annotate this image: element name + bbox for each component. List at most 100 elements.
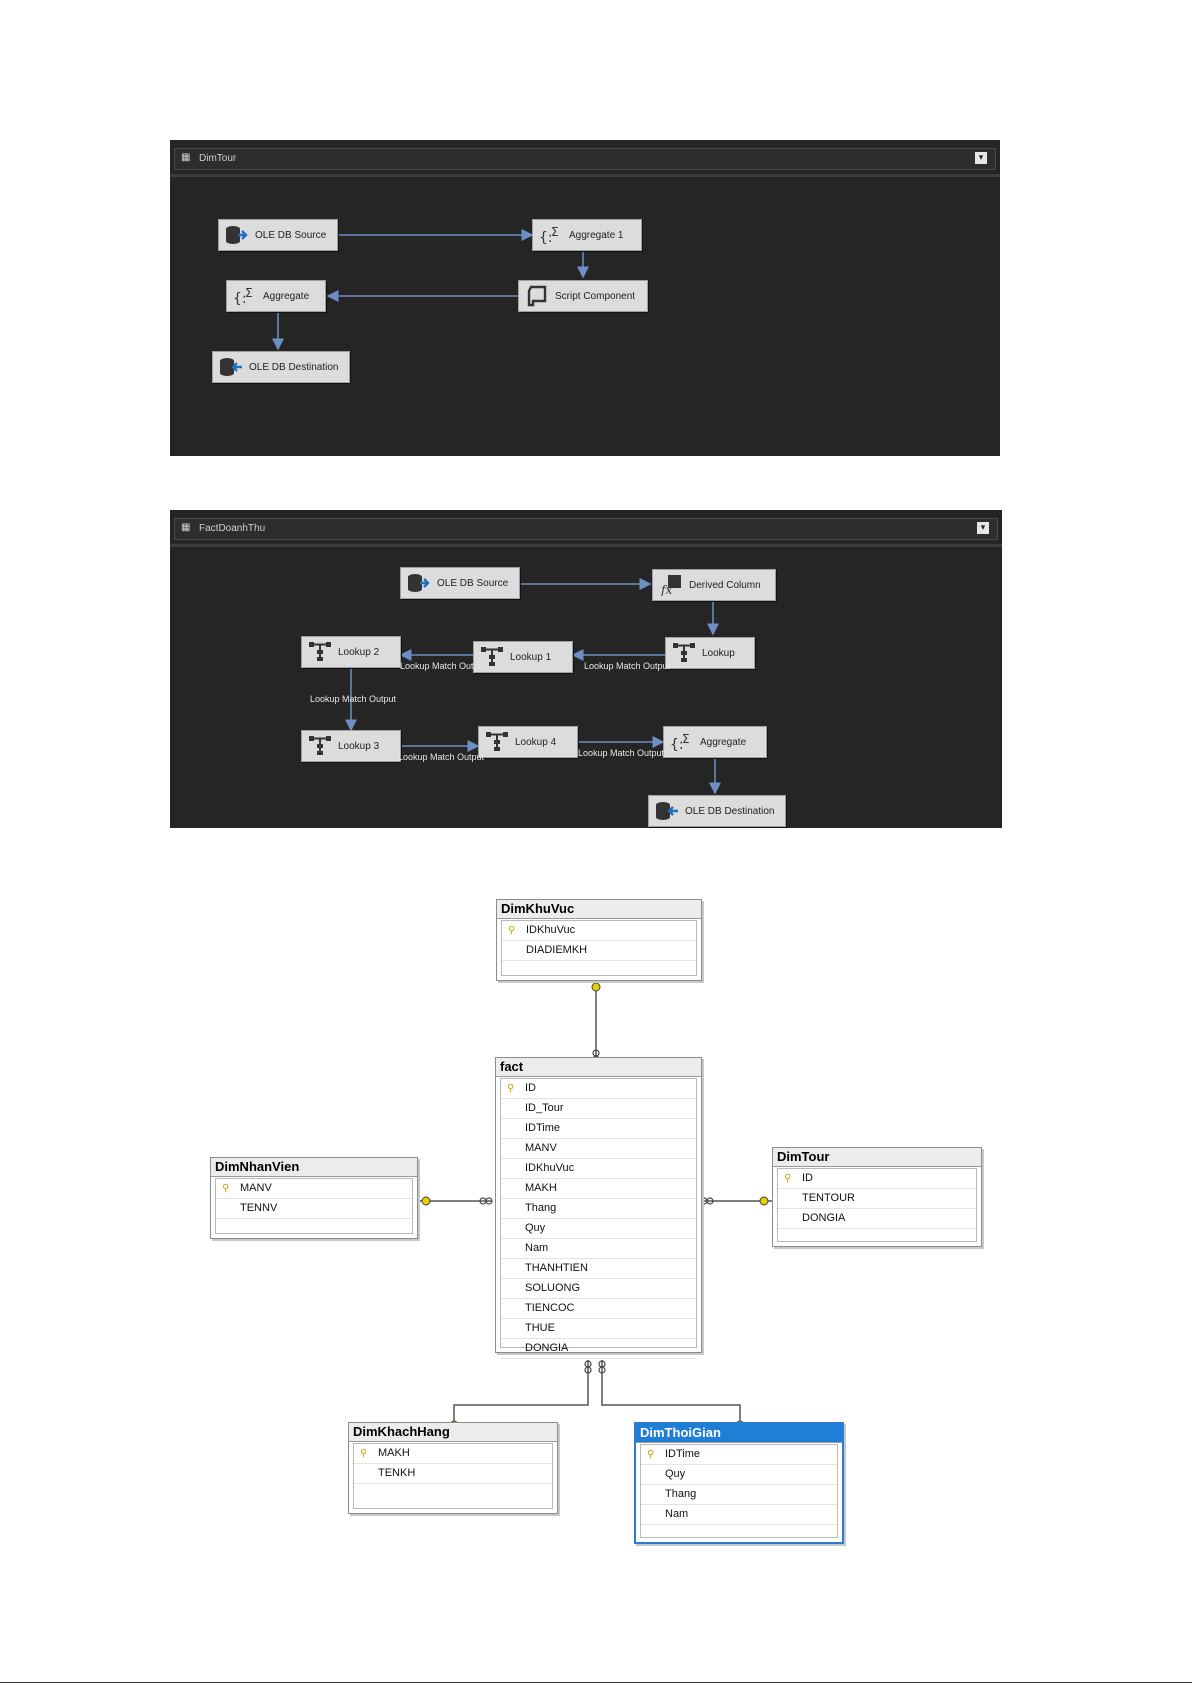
task-aggregate[interactable]: {: Σ Aggregate — [663, 726, 767, 758]
table-column[interactable]: Thang — [641, 1485, 837, 1505]
task-aggregate[interactable]: {: Σ Aggregate — [226, 280, 326, 312]
primary-key-icon: ⚲ — [784, 1173, 792, 1184]
dimtour-flow-arrows — [272, 229, 589, 351]
column-name: IDKhuVuc — [525, 1162, 575, 1174]
dimtour-dataflow-panel: ▦ DimTour ▾ OLE DB Source {: Σ Aggregate… — [170, 140, 1000, 456]
primary-key-icon: ⚲ — [508, 925, 516, 936]
panel-separator — [170, 174, 1000, 177]
column-name: IDKhuVuc — [526, 924, 576, 936]
lookup-icon — [309, 736, 331, 755]
task-derived-column[interactable]: fx Derived Column — [652, 569, 776, 601]
column-name: TIENCOC — [525, 1302, 575, 1314]
task-label: Aggregate 1 — [569, 230, 624, 241]
task-label: OLE DB Source — [437, 578, 509, 589]
fx-icon: fx — [660, 575, 681, 596]
table-column[interactable]: TENKH — [354, 1464, 552, 1484]
table-columns: ⚲ID ID_Tour IDTime MANV IDKhuVuc MAKH Th… — [500, 1078, 697, 1359]
factdoanhthu-flow-arrows — [345, 578, 721, 795]
table-column[interactable]: ⚲MAKH — [354, 1444, 552, 1464]
table-column[interactable]: Quy — [641, 1465, 837, 1485]
table-columns: ⚲ID TENTOUR DONGIA — [777, 1168, 977, 1242]
table-column[interactable]: DONGIA — [778, 1209, 976, 1229]
task-lookup-2[interactable]: Lookup 2 — [301, 636, 401, 668]
table-column[interactable]: ⚲IDTime — [641, 1445, 837, 1465]
table-columns: ⚲IDTime Quy Thang Nam — [640, 1444, 838, 1538]
task-label: Lookup — [702, 648, 735, 659]
table-column[interactable]: Nam — [641, 1505, 837, 1525]
table-column[interactable]: MAKH — [501, 1179, 696, 1199]
table-column[interactable]: ⚲ IDKhuVuc — [502, 921, 696, 941]
task-ole-db-source[interactable]: OLE DB Source — [400, 567, 520, 599]
table-dimthoigian[interactable]: DimThoiGian ⚲IDTime Quy Thang Nam — [634, 1422, 844, 1544]
edge-label-lookup3-to-lookup4: Lookup Match Output — [398, 752, 485, 762]
table-column[interactable]: THANHTIEN — [501, 1259, 696, 1279]
task-lookup[interactable]: Lookup — [665, 637, 755, 669]
lookup-icon — [486, 732, 508, 751]
script-scroll-icon — [527, 285, 547, 307]
svg-text:Σ: Σ — [682, 732, 690, 746]
dataflow-icon: ▦ — [181, 522, 191, 533]
table-dimnhanvien[interactable]: DimNhanVien ⚲MANV TENNV — [210, 1157, 418, 1239]
column-name: DONGIA — [802, 1212, 846, 1224]
column-name: TENKH — [378, 1467, 416, 1479]
column-name: ID_Tour — [525, 1102, 564, 1114]
table-column[interactable]: ⚲ID — [501, 1079, 696, 1099]
task-label: Lookup 4 — [515, 737, 557, 748]
table-column[interactable]: Quy — [501, 1219, 696, 1239]
task-ole-db-source[interactable]: OLE DB Source — [218, 219, 338, 251]
primary-key-icon: ⚲ — [647, 1449, 655, 1460]
column-name: Quy — [665, 1468, 686, 1480]
table-title: fact — [496, 1058, 701, 1077]
collapse-button[interactable]: ▾ — [977, 522, 989, 534]
table-column[interactable]: ID_Tour — [501, 1099, 696, 1119]
column-name: DONGIA — [525, 1342, 569, 1354]
column-name: IDTime — [525, 1122, 561, 1134]
column-name: MAKH — [378, 1447, 410, 1459]
table-column[interactable]: DIADIEMKH — [502, 941, 696, 961]
lookup-icon — [673, 643, 695, 662]
edge-label-lookup4-to-aggregate: Lookup Match Output — [578, 748, 665, 758]
table-column[interactable]: MANV — [501, 1139, 696, 1159]
column-name: Quy — [525, 1222, 546, 1234]
relationship-fact-dimkhachhang — [453, 1360, 589, 1431]
infinity-end-icon — [479, 1049, 714, 1374]
database-destination-icon — [656, 802, 678, 820]
table-column[interactable]: IDTime — [501, 1119, 696, 1139]
table-dimkhuvuc[interactable]: DimKhuVuc ⚲IDKhuVuc DIADIEMKH — [496, 899, 702, 981]
table-fact[interactable]: fact ⚲ID ID_Tour IDTime MANV IDKhuVuc MA… — [495, 1057, 702, 1359]
dimtour-panel-header: ▦ DimTour ▾ — [174, 148, 996, 170]
task-ole-db-destination[interactable]: OLE DB Destination — [648, 795, 786, 827]
task-lookup-1[interactable]: Lookup 1 — [473, 641, 573, 673]
table-column[interactable]: ⚲MANV — [216, 1179, 412, 1199]
lookup-icon — [309, 642, 331, 661]
column-name: Thang — [665, 1488, 697, 1500]
column-name: MANV — [240, 1182, 272, 1194]
table-column[interactable]: Nam — [501, 1239, 696, 1259]
task-aggregate-1[interactable]: {: Σ Aggregate 1 — [532, 219, 642, 251]
table-column[interactable]: Thang — [501, 1199, 696, 1219]
database-source-icon — [408, 574, 430, 592]
table-column[interactable]: DONGIA — [501, 1339, 696, 1359]
task-script-component[interactable]: Script Component — [518, 280, 648, 312]
table-column[interactable]: THUE — [501, 1319, 696, 1339]
table-dimkhachhang[interactable]: DimKhachHang ⚲MAKH TENKH — [348, 1422, 558, 1514]
table-column[interactable]: TENTOUR — [778, 1189, 976, 1209]
task-label: Lookup 3 — [338, 741, 380, 752]
task-label: Aggregate — [700, 737, 747, 748]
table-column[interactable]: ⚲ID — [778, 1169, 976, 1189]
collapse-button[interactable]: ▾ — [975, 152, 987, 164]
dimtour-panel-title: DimTour — [199, 153, 237, 164]
svg-text:{:: {: — [539, 230, 553, 246]
table-column[interactable]: SOLUONG — [501, 1279, 696, 1299]
task-lookup-3[interactable]: Lookup 3 — [301, 730, 401, 762]
table-column[interactable]: TENNV — [216, 1199, 412, 1219]
table-column[interactable]: IDKhuVuc — [501, 1159, 696, 1179]
task-ole-db-destination[interactable]: OLE DB Destination — [212, 351, 350, 383]
table-dimtour[interactable]: DimTour ⚲ID TENTOUR DONGIA — [772, 1147, 982, 1247]
table-column[interactable]: TIENCOC — [501, 1299, 696, 1319]
primary-key-icon: ⚲ — [507, 1083, 515, 1094]
aggregate-sigma-icon: {: Σ — [670, 732, 690, 753]
task-lookup-4[interactable]: Lookup 4 — [478, 726, 578, 758]
lookup-icon — [481, 647, 503, 666]
edge-label-lookup-to-lookup1: Lookup Match Output — [584, 661, 671, 671]
